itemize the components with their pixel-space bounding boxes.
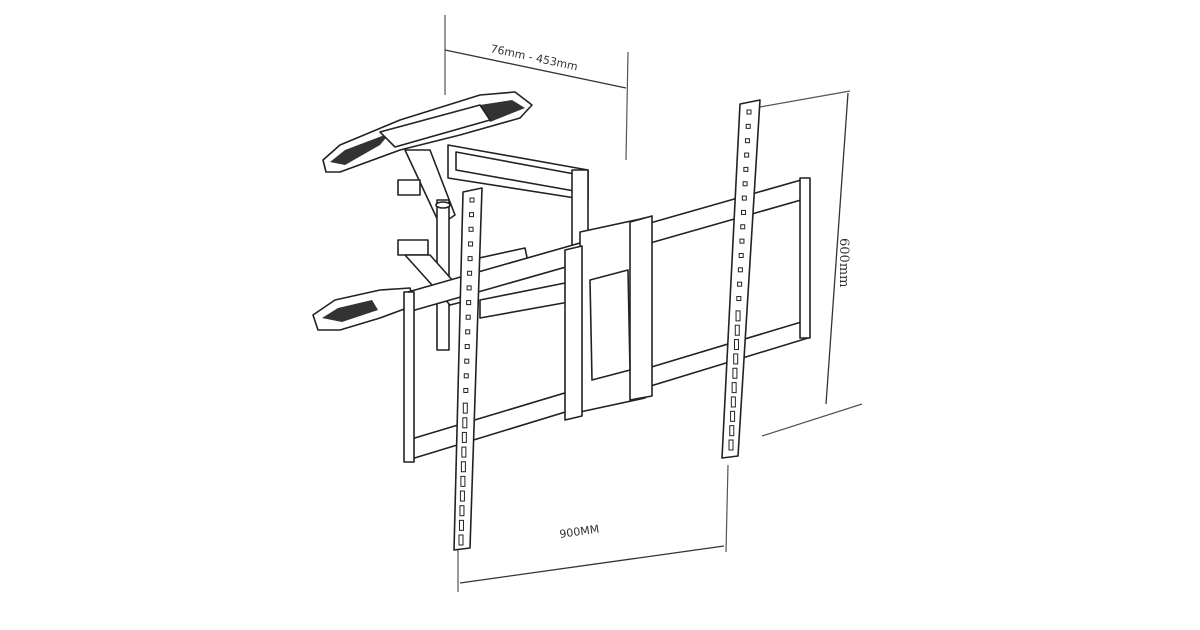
rail-slot: [744, 152, 750, 158]
dimension-width: 900MM: [457, 464, 729, 592]
rail-slot: [734, 324, 740, 336]
rail-slot: [469, 212, 475, 218]
vertical-rail-left: [453, 187, 483, 551]
rail-slot: [741, 209, 747, 215]
mount-frame: [403, 177, 811, 463]
dimension-label-height: 600mm: [836, 238, 851, 287]
wall-plate-top: [322, 91, 533, 173]
articulating-arm: [397, 144, 589, 351]
rail-slots: [458, 109, 752, 546]
rail-slot: [464, 358, 470, 364]
rail-slot: [458, 519, 464, 531]
rail-slot: [459, 505, 465, 517]
rail-slot: [469, 197, 475, 203]
rail-slot: [730, 410, 736, 422]
rail-slot: [742, 181, 748, 187]
rail-slot: [464, 344, 470, 350]
rail-slot: [465, 329, 471, 335]
rail-slot: [746, 109, 752, 115]
rail-slot: [732, 367, 738, 379]
rail-slot: [737, 267, 743, 273]
rail-slot: [738, 252, 744, 258]
rail-slot: [735, 310, 741, 322]
rail-slot: [463, 387, 469, 393]
rail-slot: [466, 300, 472, 306]
vertical-rail-right: [721, 99, 761, 459]
rail-slot: [729, 425, 735, 437]
rail-slot: [731, 382, 737, 394]
rail-slot: [460, 475, 466, 487]
rail-slot: [744, 138, 750, 144]
rail-slot: [745, 123, 751, 129]
dimension-height: 600mm: [759, 90, 863, 437]
dimension-label-width: 900MM: [559, 523, 600, 541]
rail-slot: [733, 353, 739, 365]
dimension-arm-extension: 76mm - 453mm: [444, 15, 629, 161]
rail-slot: [461, 446, 467, 458]
rail-slot: [462, 417, 468, 429]
rail-slot: [728, 439, 734, 451]
rail-slot: [743, 166, 749, 172]
rail-slot: [737, 281, 743, 287]
rail-slot: [467, 256, 473, 262]
rail-slot: [468, 241, 474, 247]
rail-slot: [461, 431, 467, 443]
rail-slot: [741, 195, 747, 201]
rail-slot: [467, 270, 473, 276]
wall-plate-bottom: [312, 287, 416, 331]
rail-slot: [468, 226, 474, 232]
rail-slot: [460, 461, 466, 473]
rail-slot: [465, 314, 471, 320]
rail-slot: [730, 396, 736, 408]
rail-slot: [733, 339, 739, 351]
rail-slot: [459, 490, 465, 502]
rail-slot: [740, 224, 746, 230]
rail-slot: [466, 285, 472, 291]
rail-slot: [458, 534, 464, 546]
rail-slot: [463, 373, 469, 379]
rail-slot: [739, 238, 745, 244]
rail-slot: [736, 296, 742, 302]
rail-slot: [462, 402, 468, 414]
